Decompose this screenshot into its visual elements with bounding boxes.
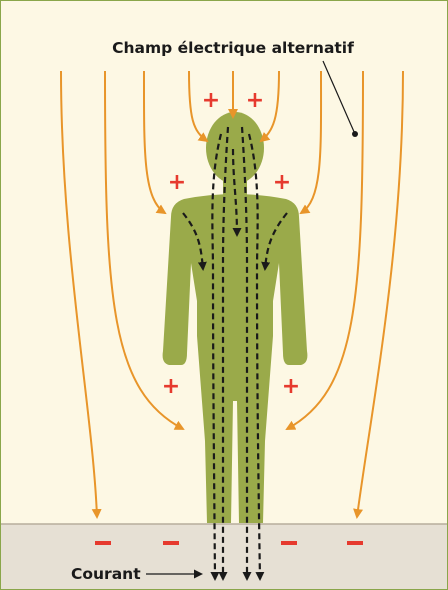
minus-charge <box>95 541 111 545</box>
plus-charge: + <box>282 374 300 399</box>
field-line <box>61 71 97 517</box>
plus-charge: + <box>273 170 291 195</box>
field-label-dot <box>352 131 358 137</box>
plus-charge: + <box>168 170 186 195</box>
minus-charge <box>281 541 297 545</box>
field-line <box>301 71 321 213</box>
current-label: Courant <box>71 565 141 583</box>
ground <box>1 524 447 589</box>
plus-charge: + <box>202 88 220 113</box>
field-line <box>144 71 165 213</box>
minus-charge <box>347 541 363 545</box>
field-label-leader <box>323 61 355 134</box>
plus-charge: + <box>246 88 264 113</box>
field-line <box>357 71 403 517</box>
minus-charge <box>163 541 179 545</box>
field-label: Champ électrique alternatif <box>112 39 354 57</box>
plus-charge: + <box>162 374 180 399</box>
